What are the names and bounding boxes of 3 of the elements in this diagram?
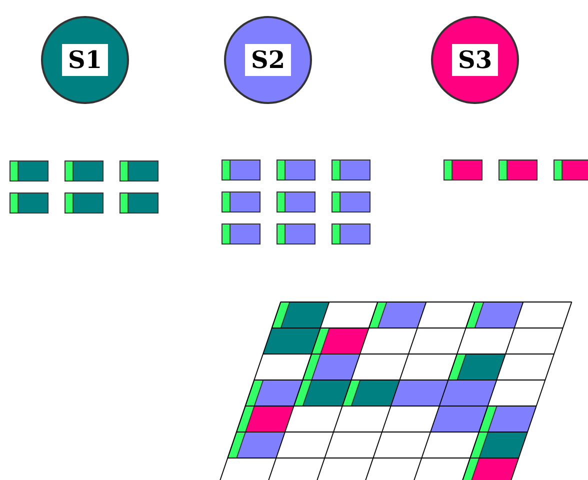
node-label: S1 [62, 44, 108, 76]
node-label: S3 [452, 44, 498, 76]
node-label: S2 [244, 44, 292, 76]
